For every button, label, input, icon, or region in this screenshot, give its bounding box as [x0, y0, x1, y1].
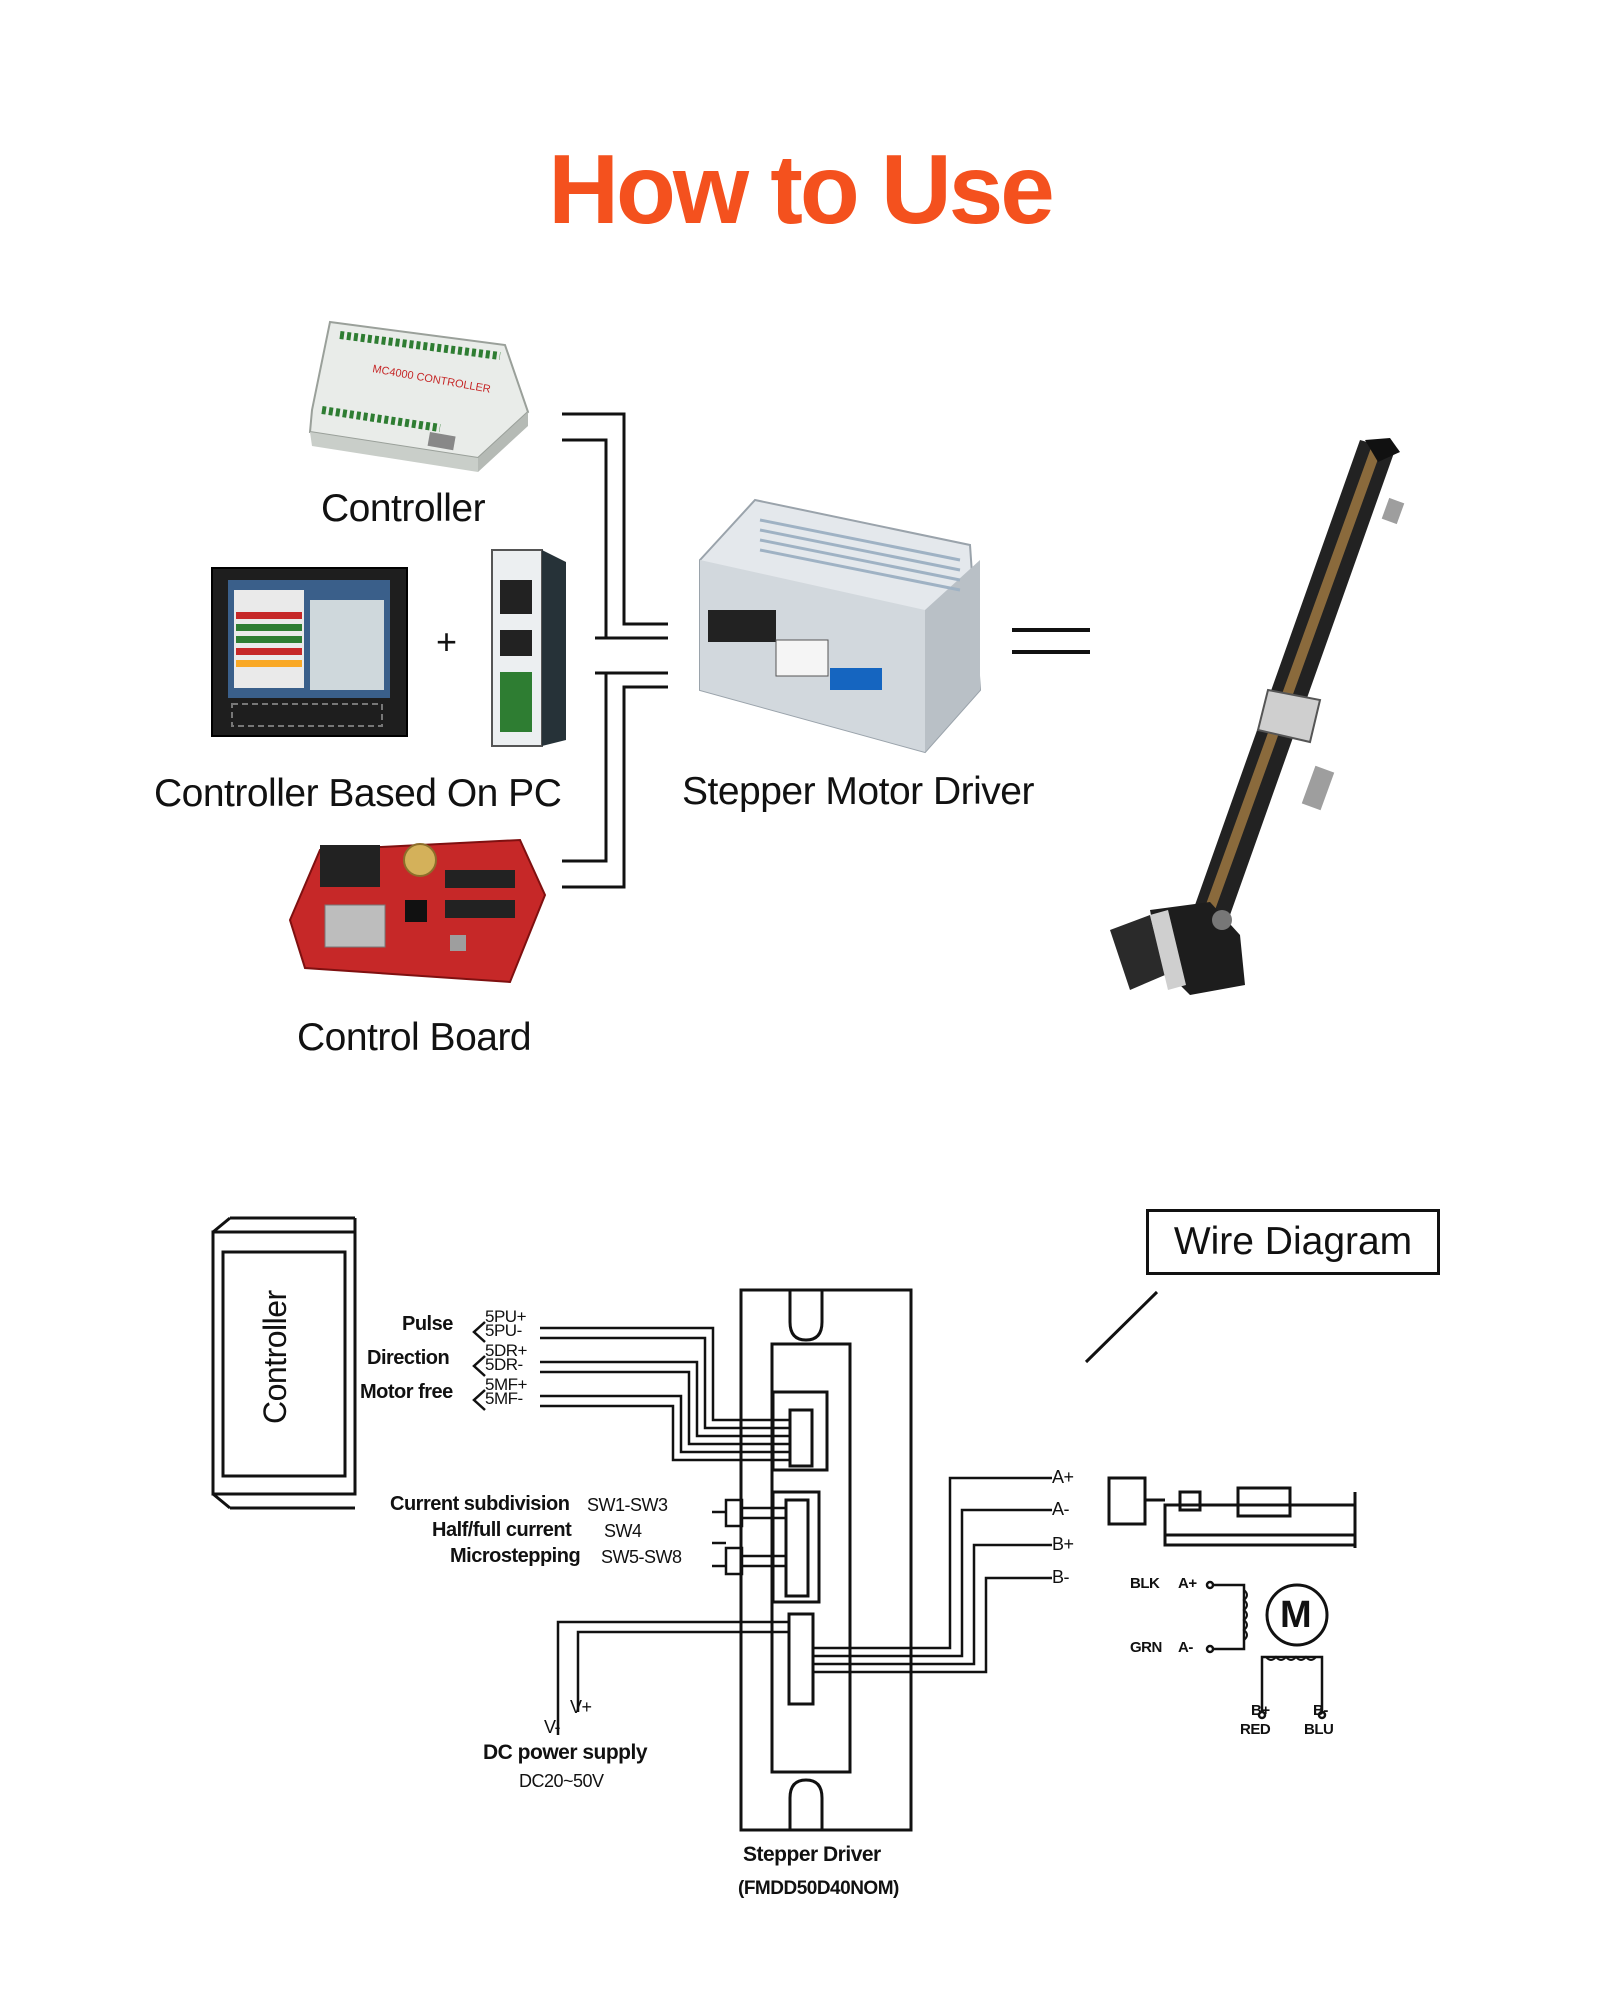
signal-wires: [540, 1326, 790, 1462]
signal-minus-direction: 5DR-: [485, 1355, 523, 1374]
wire-diagram-title: Wire Diagram: [1146, 1209, 1440, 1275]
output-a-plus: A+: [1052, 1467, 1074, 1487]
switch-name-subdivision: Current subdivision: [390, 1493, 570, 1515]
pc-plus-sign: +: [436, 621, 457, 662]
signal-minus-motor-free: 5MF-: [485, 1389, 523, 1408]
linear-actuator-image: [1110, 438, 1405, 995]
callout-leader: [1084, 1290, 1159, 1364]
pc-tower-image: [491, 549, 566, 747]
pc-controller-label: Controller Based On PC: [154, 772, 562, 815]
power-range-label: DC20~50V: [519, 1771, 604, 1791]
controller-device-image: MC4000 CONTROLLER: [308, 320, 530, 472]
motor-a-plus-label: A+: [1178, 1575, 1197, 1592]
motor-b-minus-label: B-: [1313, 1702, 1328, 1719]
actuator-drawing: [1107, 1476, 1357, 1548]
motor-blu-label: BLU: [1304, 1721, 1334, 1738]
switch-code-subdivision: SW1-SW3: [587, 1495, 668, 1515]
driver-model-label: (FMDD50D40NOM): [738, 1878, 899, 1899]
power-v-plus: V+: [570, 1697, 592, 1717]
switch-brackets: [712, 1498, 786, 1576]
control-board-image: [288, 838, 547, 984]
controller-box: [211, 1216, 357, 1510]
power-v-minus: V-: [544, 1717, 561, 1737]
motor-a-minus-label: A-: [1178, 1639, 1193, 1656]
output-a-minus: A-: [1052, 1499, 1070, 1519]
signal-name-motor-free: Motor free: [360, 1381, 453, 1403]
signal-plus-direction: 5DR+: [485, 1341, 527, 1360]
controller-box-label: Controller: [257, 1290, 293, 1424]
power-wires: [556, 1620, 789, 1735]
switch-name-half-full: Half/full current: [432, 1519, 572, 1541]
motor-schematic: [1205, 1580, 1329, 1720]
equals-sign: [1012, 628, 1090, 654]
signal-minus-pulse: 5PU-: [485, 1321, 522, 1340]
power-supply-label: DC power supply: [483, 1741, 648, 1764]
signal-name-direction: Direction: [367, 1347, 450, 1369]
usage-diagram: MC4000 CONTROLLER: [211, 320, 1405, 995]
signal-plus-motor-free: 5MF+: [485, 1375, 527, 1394]
connection-lines: [562, 412, 668, 889]
output-wires: [813, 1476, 1052, 1674]
output-b-plus: B+: [1052, 1534, 1074, 1554]
motor-symbol: M: [1280, 1594, 1312, 1636]
pc-monitor-image: [211, 567, 408, 737]
motor-grn-label: GRN: [1130, 1639, 1162, 1656]
motor-blk-label: BLK: [1130, 1575, 1160, 1592]
page-title: How to Use: [548, 134, 1055, 244]
signal-plus-pulse: 5PU+: [485, 1307, 527, 1326]
signal-braces: [472, 1321, 486, 1411]
switch-code-half-full: SW4: [604, 1521, 642, 1541]
switch-code-microstepping: SW5-SW8: [601, 1547, 682, 1567]
driver-name-label: Stepper Driver: [743, 1843, 881, 1866]
control-board-label: Control Board: [297, 1016, 532, 1059]
output-b-minus: B-: [1052, 1567, 1070, 1587]
stepper-driver-label: Stepper Motor Driver: [682, 770, 1034, 813]
switch-name-microstepping: Microstepping: [450, 1545, 581, 1567]
stepper-driver-image: [699, 498, 982, 754]
motor-red-label: RED: [1240, 1721, 1271, 1738]
motor-b-plus-label: B+: [1251, 1702, 1270, 1719]
stepper-driver-box: [739, 1288, 913, 1832]
signal-name-pulse: Pulse: [402, 1313, 453, 1335]
controller-label: Controller: [321, 487, 486, 530]
